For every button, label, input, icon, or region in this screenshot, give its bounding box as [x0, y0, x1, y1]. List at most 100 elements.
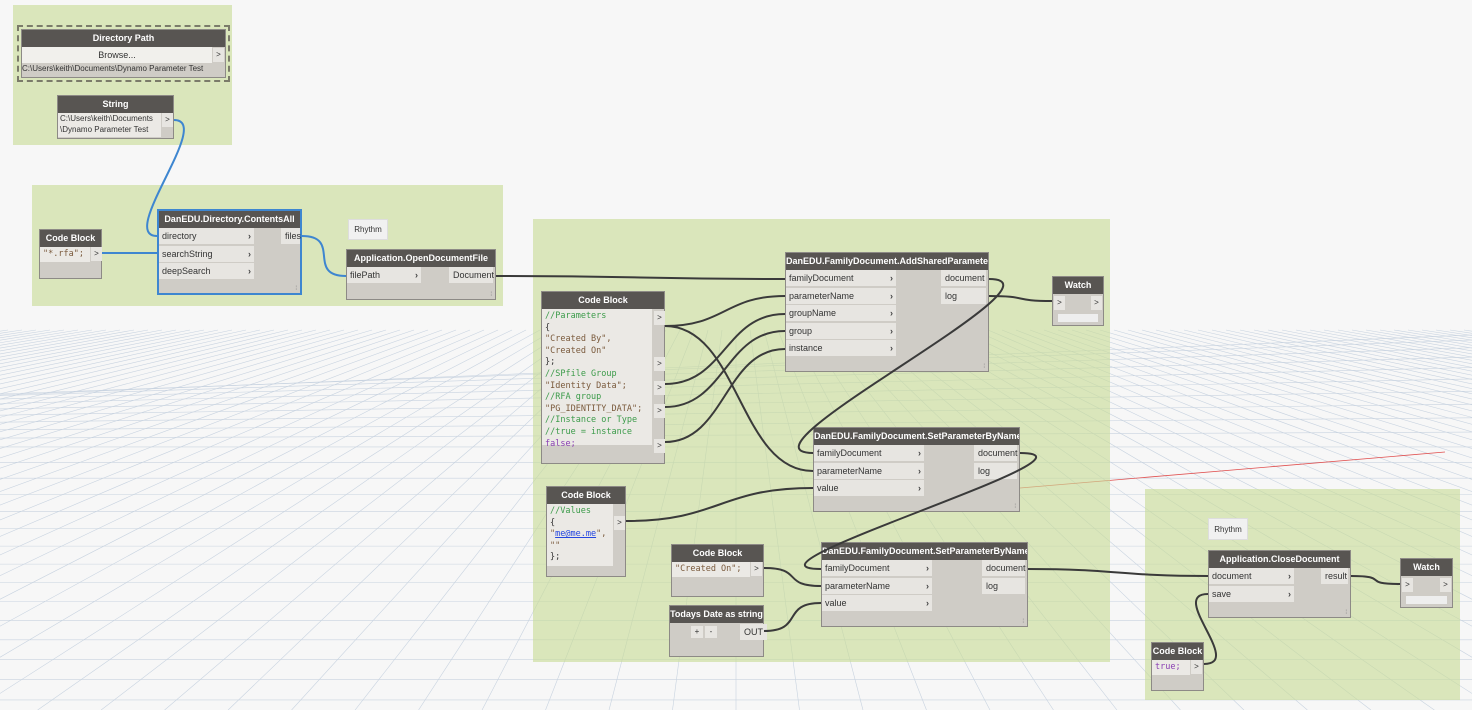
output-port[interactable]: > — [654, 357, 665, 372]
output-port-document[interactable]: Document — [449, 267, 494, 283]
resize-grip-icon[interactable]: ⁞ — [295, 286, 297, 292]
node-string[interactable]: String C:\Users\keith\Documents \Dynamo … — [57, 95, 174, 139]
output-port-result[interactable]: result — [1321, 568, 1348, 584]
input-port-value[interactable]: value› — [814, 480, 924, 496]
grid-line — [1183, 329, 1472, 400]
output-port[interactable]: > — [1440, 578, 1451, 592]
email-link[interactable]: me@me.me — [555, 529, 597, 540]
input-port-parametername[interactable]: parameterName› — [786, 287, 896, 304]
resize-grip-icon[interactable]: ⁞ — [1022, 619, 1024, 625]
output-port[interactable]: > — [614, 516, 625, 530]
output-port-out[interactable]: OUT — [740, 624, 767, 640]
output-port[interactable]: > — [162, 113, 173, 127]
resize-grip-icon[interactable]: ⁞ — [490, 292, 492, 298]
input-port-directory[interactable]: directory› — [159, 228, 254, 244]
output-port-document[interactable]: document — [974, 445, 1018, 461]
input-port-familydocument[interactable]: familyDocument› — [786, 270, 896, 286]
node-cb-values[interactable]: Code Block//Values{"me@me.me",""};> — [546, 486, 626, 577]
node-setparam2[interactable]: DanEDU.FamilyDocument.SetParameterByName… — [821, 542, 1028, 627]
code-line: "" — [550, 540, 561, 551]
node-cb-rfa[interactable]: Code Block"*.rfa";> — [39, 229, 102, 279]
watch-display — [1406, 596, 1447, 604]
string-value[interactable]: C:\Users\keith\Documents \Dynamo Paramet… — [58, 113, 161, 137]
input-port-parametername[interactable]: parameterName› — [822, 577, 932, 594]
grid-line — [0, 329, 107, 349]
output-port[interactable]: > — [91, 247, 102, 261]
code-editor[interactable]: "*.rfa"; — [40, 247, 90, 262]
input-port-searchstring[interactable]: searchString› — [159, 245, 254, 262]
input-port-document[interactable]: document› — [1209, 568, 1294, 584]
code-editor[interactable]: true; — [1152, 660, 1190, 675]
output-port[interactable]: > — [654, 311, 665, 325]
node-title: Code Block — [672, 545, 763, 562]
output-port[interactable]: > — [213, 48, 224, 62]
input-port-value[interactable]: value› — [822, 595, 932, 611]
code-editor[interactable]: "Created On"; — [672, 562, 750, 577]
grid-line — [0, 329, 303, 406]
node-setparam1[interactable]: DanEDU.FamilyDocument.SetParameterByName… — [813, 427, 1020, 512]
node-cb-params[interactable]: Code Block//Parameters{"Created By","Cre… — [541, 291, 665, 464]
port-label: deepSearch — [162, 266, 211, 276]
grid-line — [0, 329, 163, 361]
port-label: document — [1212, 571, 1252, 581]
code-line: }; — [550, 552, 561, 563]
chevron-right-icon: › — [926, 580, 929, 591]
resize-grip-icon[interactable]: ⁞ — [1345, 610, 1347, 616]
port-label: parameterName — [789, 290, 855, 301]
code-line: //Parameters — [545, 311, 607, 321]
input-port-parametername[interactable]: parameterName› — [814, 462, 924, 479]
input-port-save[interactable]: save› — [1209, 585, 1294, 602]
remove-input-button[interactable]: - — [705, 626, 717, 638]
input-port-group[interactable]: group› — [786, 322, 896, 339]
resize-grip-icon[interactable]: ⁞ — [983, 364, 985, 370]
node-title: Watch — [1401, 559, 1452, 576]
grid-line — [1057, 329, 1472, 469]
node-cb-createdon[interactable]: Code Block"Created On";> — [671, 544, 764, 597]
note-rhythm[interactable]: Rhythm — [1208, 518, 1248, 540]
output-port-document[interactable]: document — [941, 270, 986, 286]
input-port-instance[interactable]: instance› — [786, 340, 896, 356]
code-text: ", — [596, 529, 607, 540]
input-port[interactable]: > — [1402, 578, 1413, 592]
node-watch1[interactable]: Watch>> — [1052, 276, 1104, 326]
chevron-right-icon: › — [1288, 588, 1291, 599]
output-port[interactable]: > — [654, 380, 665, 395]
output-port[interactable]: > — [654, 438, 665, 453]
output-port-files[interactable]: files — [281, 228, 301, 244]
string-line: \Dynamo Parameter Test — [60, 125, 149, 134]
port-label: value — [825, 598, 847, 608]
output-port-log[interactable]: log — [974, 462, 1017, 479]
grid-line — [0, 329, 177, 365]
output-port-log[interactable]: log — [941, 287, 986, 304]
code-editor[interactable]: //Values{"me@me.me",""}; — [547, 504, 613, 566]
node-todays-date[interactable]: Todays Date as string + - OUT — [669, 605, 767, 657]
output-port[interactable]: > — [751, 562, 762, 576]
output-port-log[interactable]: log — [982, 577, 1025, 594]
code-line: "Created By", — [545, 334, 612, 345]
output-port[interactable]: > — [1191, 660, 1202, 674]
output-port[interactable]: > — [654, 403, 665, 418]
input-port-deepsearch[interactable]: deepSearch› — [159, 263, 254, 279]
node-title: Application.CloseDocument — [1209, 551, 1350, 568]
node-watch2[interactable]: Watch > > — [1400, 558, 1453, 608]
input-port-familydocument[interactable]: familyDocument› — [814, 445, 924, 461]
input-port-familydocument[interactable]: familyDocument› — [822, 560, 932, 576]
input-port-filepath[interactable]: filePath› — [347, 267, 421, 283]
output-port-document[interactable]: document — [982, 560, 1026, 576]
grid-line — [1001, 329, 1472, 521]
input-port-groupname[interactable]: groupName› — [786, 305, 896, 321]
add-input-button[interactable]: + — [691, 626, 703, 638]
node-addshared[interactable]: DanEDU.FamilyDocument.AddSharedParameter… — [785, 252, 989, 372]
note-rhythm[interactable]: Rhythm — [348, 219, 388, 240]
node-directory-path[interactable]: Directory Path Browse... > C:\Users\keit… — [21, 29, 226, 78]
code-editor[interactable]: //Parameters{"Created By","Created On"};… — [542, 309, 652, 449]
code-line: //Values — [550, 506, 591, 516]
resize-grip-icon[interactable]: ⁞ — [1014, 504, 1016, 510]
input-port[interactable]: > — [1054, 296, 1065, 310]
browse-button[interactable]: Browse... — [22, 47, 212, 63]
output-port[interactable]: > — [1091, 296, 1102, 310]
